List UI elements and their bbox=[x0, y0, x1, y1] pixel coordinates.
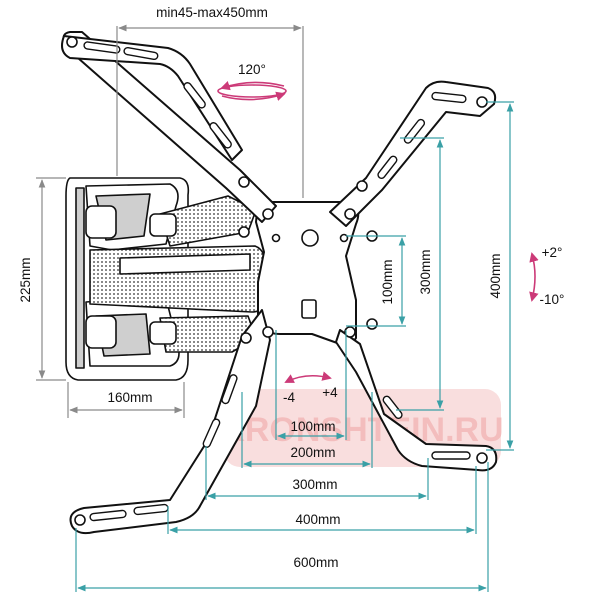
vesa-horizontal-100-dimension bbox=[275, 330, 347, 440]
arm-depth-label: min45-max450mm bbox=[156, 5, 268, 20]
vesa-horizontal-300-label: 300mm bbox=[292, 477, 337, 492]
vesa-vertical-300-dimension bbox=[396, 137, 444, 411]
wall-plate-height-label: 225mm bbox=[18, 257, 33, 302]
arm-depth-dimension bbox=[116, 24, 304, 198]
vesa-horizontal-100-label: 100mm bbox=[290, 419, 335, 434]
wall-plate-and-arm bbox=[65, 177, 267, 381]
vesa-horizontal-300-dimension bbox=[205, 446, 429, 500]
vesa-horizontal-200-label: 200mm bbox=[290, 445, 335, 460]
vesa-horizontal-400-label: 400mm bbox=[295, 512, 340, 527]
vesa-vertical-100-label: 100mm bbox=[380, 259, 395, 304]
vesa-vertical-300-label: 300mm bbox=[418, 249, 433, 294]
wall-plate-width-label: 160mm bbox=[107, 390, 152, 405]
vesa-vertical-400-dimension bbox=[486, 101, 514, 451]
vesa-vertical-100-dimension bbox=[346, 235, 406, 327]
wall-plate-width-dimension bbox=[67, 382, 185, 418]
vesa-vertical-400-label: 400mm bbox=[488, 253, 503, 298]
level-plus-label: +4 bbox=[322, 385, 338, 400]
swivel-angle-label: 120° bbox=[238, 62, 266, 77]
vesa-horizontal-600-label: 600mm bbox=[293, 555, 338, 570]
swivel-rotation-arrow bbox=[217, 81, 287, 101]
vesa-horizontal-200-dimension bbox=[241, 392, 373, 468]
vesa-horizontal-400-dimension bbox=[167, 466, 477, 534]
tilt-down-label: -10° bbox=[540, 292, 565, 307]
vesa-bracket bbox=[61, 31, 498, 535]
tilt-up-label: +2° bbox=[542, 245, 563, 260]
vesa-horizontal-600-dimension bbox=[75, 462, 489, 592]
bracket-bolts bbox=[66, 36, 488, 526]
tilt-rotation-arrow bbox=[529, 252, 539, 302]
level-rotation-arrow bbox=[284, 371, 332, 383]
watermark: KRONSHTEIN.RU bbox=[220, 389, 504, 467]
wall-plate-height-dimension bbox=[36, 177, 66, 381]
level-minus-label: -4 bbox=[283, 390, 295, 405]
watermark-text: KRONSHTEIN.RU bbox=[220, 411, 503, 449]
